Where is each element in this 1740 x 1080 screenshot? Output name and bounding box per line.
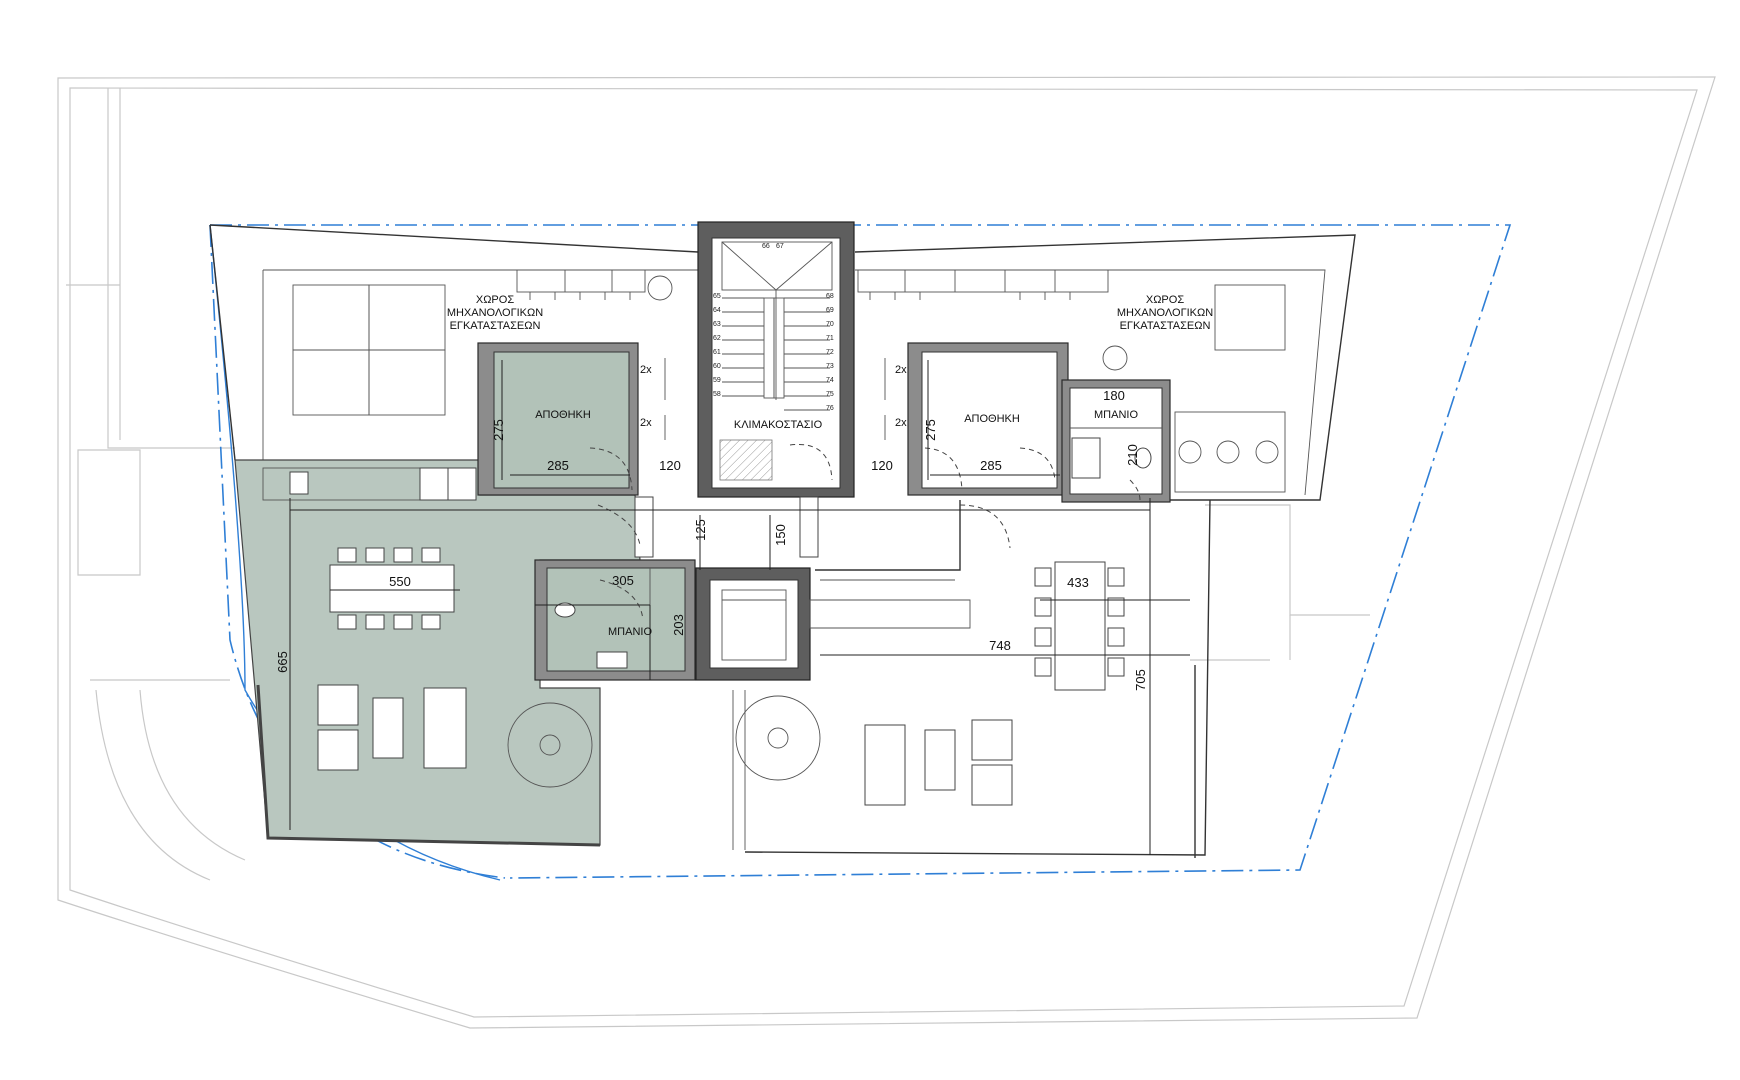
dim-bath-right-w: 180 (1103, 388, 1125, 403)
dim-storage-right-w: 285 (980, 458, 1002, 473)
step-58: 58 (713, 391, 721, 398)
step-67: 67 (776, 243, 784, 250)
bath-left (534, 559, 696, 681)
step-62: 62 (713, 335, 721, 342)
step-70: 70 (826, 321, 834, 328)
dim-terrace-right-w: 748 (989, 638, 1011, 653)
step-59: 59 (713, 377, 721, 384)
mechanical-panels (292, 269, 1286, 493)
dim-terrace-right-h: 705 (1133, 669, 1148, 691)
step-69: 69 (826, 307, 834, 314)
storage-left (477, 342, 639, 496)
step-74: 74 (826, 377, 834, 384)
step-73: 73 (826, 363, 834, 370)
dim-lobby-right: 150 (773, 524, 788, 546)
bath-right (1061, 379, 1171, 503)
storage-left-label: ΑΠΟΘΗΚΗ (535, 409, 591, 421)
step-72: 72 (826, 349, 834, 356)
mech-left-label-1: ΧΩΡΟΣ (476, 294, 514, 306)
dim-bath-left-h: 203 (671, 614, 686, 636)
dim-corridor-right: 120 (871, 458, 893, 473)
mech-right-label-1: ΧΩΡΟΣ (1146, 294, 1184, 306)
step-75: 75 (826, 391, 834, 398)
mech-left-label-3: ΕΓΚΑΤΑΣΤΑΣΕΩΝ (450, 320, 541, 332)
dimension-lines (289, 360, 1190, 855)
ac-count-left-2: 2x (640, 417, 652, 429)
bath-right-label: ΜΠΑΝΙΟ (1094, 409, 1138, 421)
dim-storage-right-h: 275 (923, 419, 938, 441)
ac-count-right-1: 2x (895, 364, 907, 376)
step-68: 68 (826, 293, 834, 300)
elevator-lobby (634, 496, 819, 681)
mech-right-label-2: ΜΗΧΑΝΟΛΟΓΙΚΩΝ (1117, 307, 1213, 319)
bath-left-label: ΜΠΑΝΙΟ (608, 626, 652, 638)
step-71: 71 (826, 335, 834, 342)
dim-storage-left-w: 285 (547, 458, 569, 473)
dim-table-right: 433 (1067, 575, 1089, 590)
dim-corridor-left: 120 (659, 458, 681, 473)
dim-table-left: 550 (389, 574, 411, 589)
dim-bath-left-w: 305 (612, 573, 634, 588)
furniture-right (735, 561, 1125, 806)
step-66: 66 (762, 243, 770, 250)
mech-left-label-2: ΜΗΧΑΝΟΛΟΓΙΚΩΝ (447, 307, 543, 319)
dim-lobby-left: 125 (693, 519, 708, 541)
step-61: 61 (713, 349, 721, 356)
step-63: 63 (713, 321, 721, 328)
dim-bath-right-h: 210 (1125, 444, 1140, 466)
ac-count-left-1: 2x (640, 364, 652, 376)
mech-right-label-3: ΕΓΚΑΤΑΣΤΑΣΕΩΝ (1120, 320, 1211, 332)
step-64: 64 (713, 307, 721, 314)
step-60: 60 (713, 363, 721, 370)
dim-terrace-left-h: 665 (275, 651, 290, 673)
terrace-right (732, 500, 1196, 858)
staircase-label: ΚΛΙΜΑΚΟΣΤΑΣΙΟ (734, 419, 823, 431)
site-outline (57, 76, 1716, 1029)
dim-storage-left-h: 275 (491, 419, 506, 441)
labels: ΧΩΡΟΣ ΜΗΧΑΝΟΛΟΓΙΚΩΝ ΕΓΚΑΤΑΣΤΑΣΕΩΝ ΧΩΡΟΣ … (447, 243, 1213, 638)
step-65: 65 (713, 293, 721, 300)
staircase (697, 221, 855, 498)
ac-arrows (529, 292, 1071, 440)
storage-right-label: ΑΠΟΘΗΚΗ (964, 413, 1020, 425)
step-76: 76 (826, 405, 834, 412)
ac-count-right-2: 2x (895, 417, 907, 429)
furniture-left (262, 467, 593, 788)
dimension-labels: 275 285 120 275 285 120 180 210 125 150 … (275, 388, 1148, 691)
